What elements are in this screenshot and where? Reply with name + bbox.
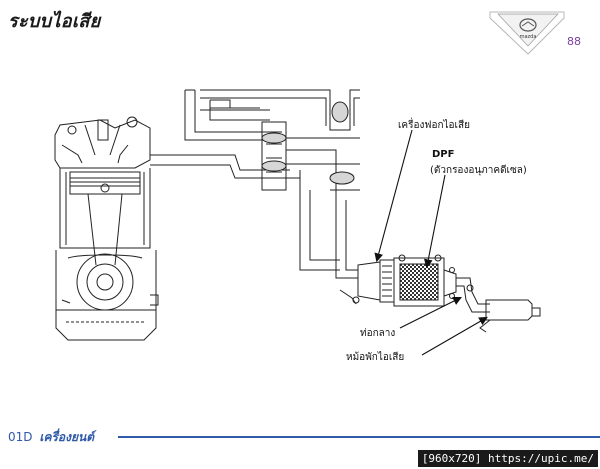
page-number: 88 (567, 35, 581, 48)
footer-code: 01D (8, 430, 33, 444)
exhaust-manifold (150, 89, 330, 179)
engine-block (59, 168, 151, 266)
footer-divider (118, 436, 600, 438)
pointer-muffler (421, 316, 488, 356)
image-watermark: [960x720] https://upic.me/ (417, 450, 598, 467)
dpf-filter (393, 254, 457, 307)
page-title: ระบบไอเสีย (8, 11, 101, 32)
footer-section: 01D เครื่องยนต์ (8, 428, 94, 447)
label-dpf-subtitle: (ตัวกรองอนุภาคดีเซล) (430, 165, 527, 176)
pointer-catalytic (374, 129, 413, 263)
label-muffler: หม้อพักไอเสีย (346, 352, 405, 363)
engine-cylinder-head (54, 116, 151, 169)
pointer-center-pipe (399, 297, 462, 329)
logo-text: mazda (520, 34, 537, 40)
label-center-pipe: ท่อกลาง (360, 328, 396, 339)
footer-title: เครื่องยนต์ (39, 430, 95, 444)
label-catalytic-converter: เครื่องฟอกไอเสีย (398, 120, 470, 131)
intercooler-pipe (290, 89, 360, 271)
exhaust-diagram (0, 60, 600, 420)
center-pipe (456, 277, 490, 313)
downpipe (335, 190, 360, 305)
mazda-logo: mazda (488, 10, 566, 56)
crankcase (55, 250, 159, 341)
pointer-dpf (423, 174, 446, 269)
muffler (479, 299, 541, 333)
label-dpf-title: DPF (432, 149, 455, 160)
catalytic-converter (357, 259, 395, 303)
turbocharger (261, 121, 337, 191)
